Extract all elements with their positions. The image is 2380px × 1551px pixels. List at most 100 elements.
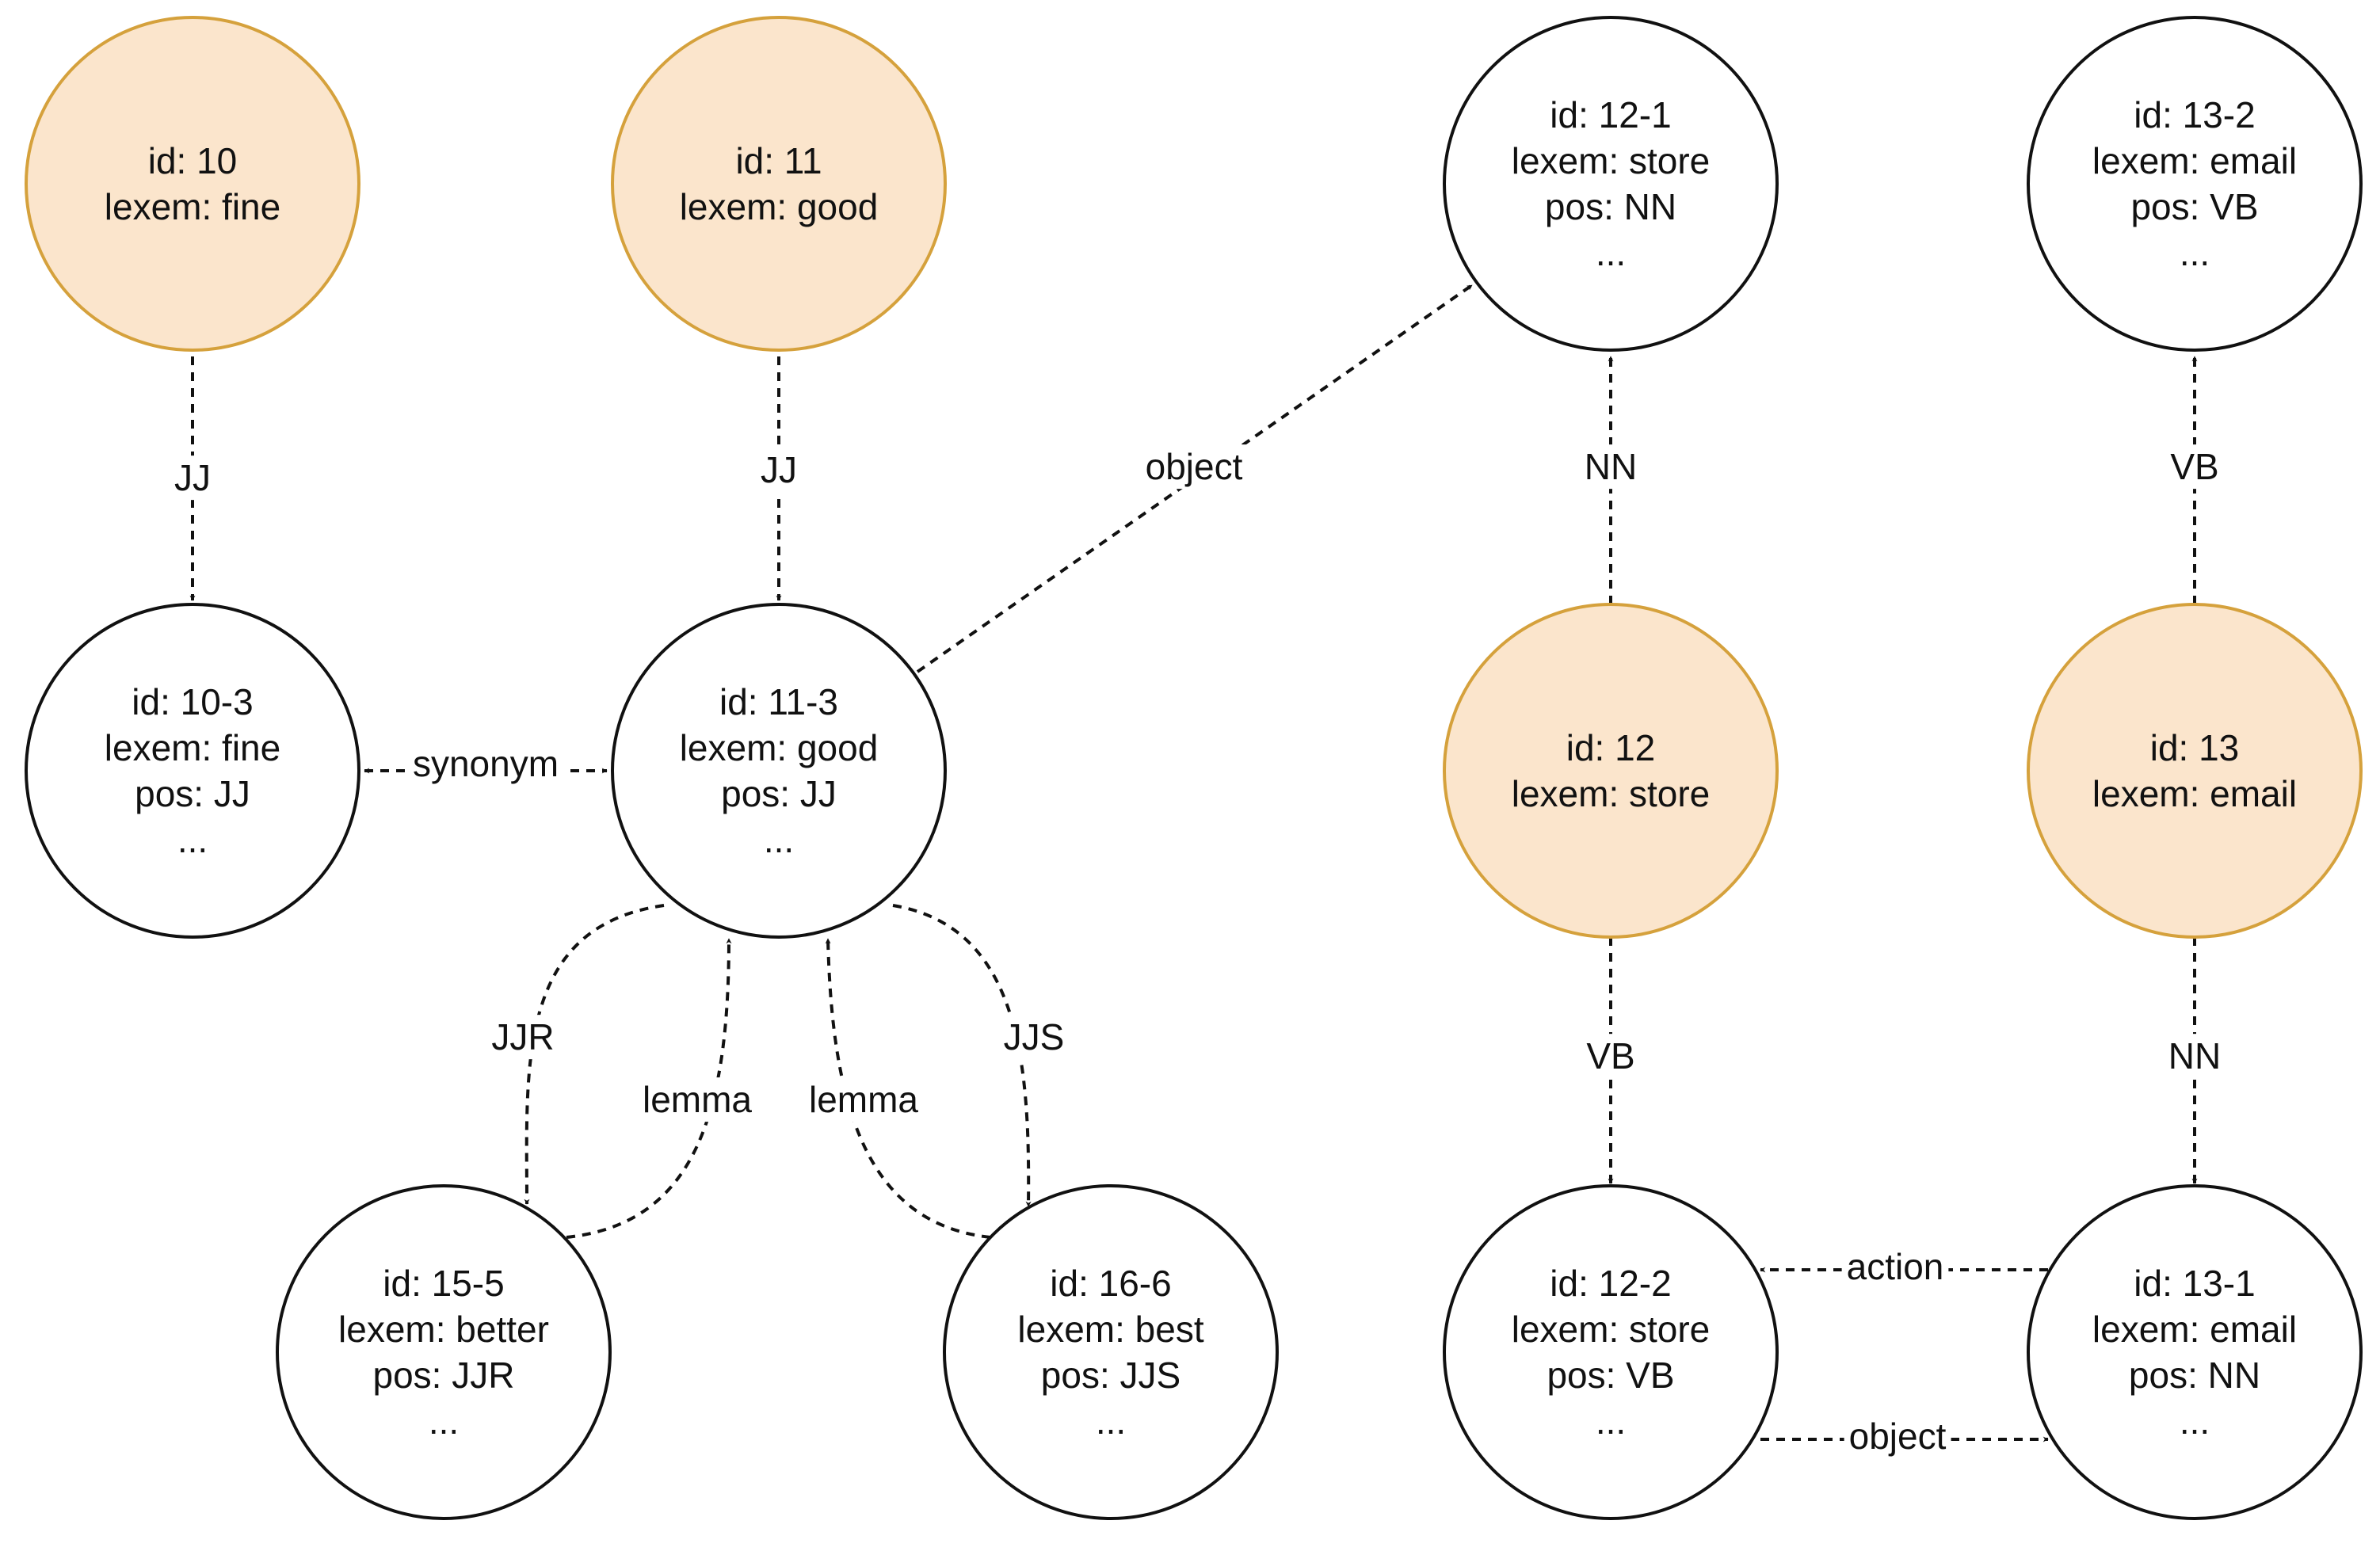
edge-label: object xyxy=(1146,446,1243,487)
edge-label-group: lemma xyxy=(803,1077,924,1122)
node-n12[interactable]: id: 12 lexem: store xyxy=(1443,603,1779,939)
edge-label-group: NN xyxy=(1579,444,1642,490)
edge-label-group: lemma xyxy=(637,1077,757,1122)
edge-label-group: JJ xyxy=(170,455,215,501)
lexeme-node-circle xyxy=(25,16,360,352)
edge-label-background xyxy=(756,448,802,493)
node-text-line: id: 11-3 xyxy=(719,681,838,722)
node-text-line: id: 13-1 xyxy=(2134,1263,2255,1304)
node-text-line: id: 13 xyxy=(2150,727,2240,768)
edge-label: NN xyxy=(2168,1035,2221,1077)
edge-label-group: JJ xyxy=(756,448,802,493)
edge-e-lemma1 xyxy=(566,938,732,1239)
edge-label: VB xyxy=(2170,446,2218,487)
edge-e-jjr xyxy=(524,904,665,1205)
edge-e-jjs xyxy=(892,904,1032,1207)
node-text-line: id: 12 xyxy=(1566,727,1656,768)
edge-label-background xyxy=(998,1015,1070,1060)
node-text-line: pos: NN xyxy=(2129,1355,2260,1396)
node-text-line: pos: JJS xyxy=(1041,1355,1180,1396)
edge-label-background xyxy=(170,455,215,501)
node-text-line: id: 16-6 xyxy=(1050,1263,1171,1304)
node-text-line: lexem: good xyxy=(680,186,879,227)
node-n15-5[interactable]: id: 15-5 lexem: better pos: JJR... xyxy=(276,1184,612,1520)
edge-label: lemma xyxy=(809,1079,918,1120)
edge-label-group: VB xyxy=(1581,1034,1640,1079)
node-text-line: ... xyxy=(177,819,208,860)
edge-label-group: VB xyxy=(2165,444,2224,490)
edge-label: JJ xyxy=(761,449,797,490)
node-text-line: lexem: email xyxy=(2092,140,2297,181)
edge-label-background xyxy=(1581,1034,1640,1079)
sense-node-circle xyxy=(943,1184,1279,1520)
node-n11[interactable]: id: 11 lexem: good xyxy=(611,16,947,352)
edge-label: VB xyxy=(1586,1035,1634,1077)
node-text-line: id: 12-1 xyxy=(1550,94,1671,135)
edge-label: NN xyxy=(1585,446,1637,487)
edge-label-background xyxy=(2163,1034,2226,1079)
node-text-line: lexem: fine xyxy=(105,186,280,227)
edge-e-lemma2 xyxy=(825,938,991,1239)
edge-label-group: object xyxy=(1844,1414,1951,1459)
node-text-line: lexem: store xyxy=(1512,773,1711,814)
node-text-line: pos: NN xyxy=(1545,186,1676,227)
sense-node-circle xyxy=(611,603,947,939)
edge-label-background xyxy=(2165,444,2224,490)
edge-label: synonym xyxy=(413,743,559,784)
node-text-line: ... xyxy=(1596,1400,1626,1442)
node-text-line: lexem: store xyxy=(1512,1309,1711,1350)
node-text-line: ... xyxy=(429,1400,459,1442)
node-n10[interactable]: id: 10 lexem: fine xyxy=(25,16,360,352)
node-text-line: id: 10 xyxy=(148,140,238,181)
edge-label-group: JJS xyxy=(998,1015,1070,1060)
node-text-line: pos: JJR xyxy=(373,1355,515,1396)
node-n10-3[interactable]: id: 10-3 lexem: fine pos: JJ... xyxy=(25,603,360,939)
node-text-line: lexem: fine xyxy=(105,727,280,768)
edge-label-group: NN xyxy=(2163,1034,2226,1079)
node-n16-6[interactable]: id: 16-6 lexem: best pos: JJS... xyxy=(943,1184,1279,1520)
node-text-line: lexem: email xyxy=(2092,773,2297,814)
node-text-line: id: 15-5 xyxy=(383,1263,504,1304)
node-n13[interactable]: id: 13 lexem: email xyxy=(2027,603,2363,939)
node-text-line: id: 10-3 xyxy=(132,681,253,722)
node-text-line: ... xyxy=(2180,1400,2210,1442)
node-text-line: lexem: email xyxy=(2092,1309,2297,1350)
edge-label: JJR xyxy=(491,1016,554,1058)
edge-label: JJS xyxy=(1004,1016,1065,1058)
edge-label-background xyxy=(1579,444,1642,490)
node-text-line: lexem: good xyxy=(680,727,879,768)
edge-label-group: synonym xyxy=(407,741,564,787)
edge-label-background xyxy=(803,1077,924,1122)
edge-label: object xyxy=(1849,1416,1947,1457)
node-n12-2[interactable]: id: 12-2 lexem: store pos: VB... xyxy=(1443,1184,1779,1520)
node-text-line: ... xyxy=(764,819,794,860)
node-text-line: lexem: best xyxy=(1017,1309,1203,1350)
node-text-line: lexem: better xyxy=(338,1309,549,1350)
node-text-line: id: 11 xyxy=(735,140,822,181)
node-n13-1[interactable]: id: 13-1 lexem: email pos: NN... xyxy=(2027,1184,2363,1520)
sense-node-circle xyxy=(276,1184,612,1520)
node-text-line: id: 12-2 xyxy=(1550,1263,1671,1304)
edge-label-background xyxy=(407,741,564,787)
lexeme-node-circle xyxy=(1443,603,1779,939)
sense-node-circle xyxy=(2027,1184,2363,1520)
node-text-line: pos: VB xyxy=(2130,186,2258,227)
edge-label-background xyxy=(1841,1244,1949,1290)
node-text-line: pos: VB xyxy=(1547,1355,1674,1396)
node-text-line: ... xyxy=(1096,1400,1126,1442)
node-text-line: ... xyxy=(2180,232,2210,273)
node-text-line: lexem: store xyxy=(1512,140,1711,181)
edge-label-background xyxy=(486,1015,559,1060)
node-text-line: pos: JJ xyxy=(135,773,250,814)
nodes-layer: id: 10 lexem: fine id: 11 lexem: good id: 12… xyxy=(25,16,2363,1520)
edge-label-background xyxy=(1140,444,1248,490)
edge-label-background xyxy=(637,1077,757,1122)
edge-label-group: object xyxy=(1140,444,1248,490)
edge-label-group: action xyxy=(1841,1244,1949,1290)
edge-label: action xyxy=(1847,1246,1944,1287)
